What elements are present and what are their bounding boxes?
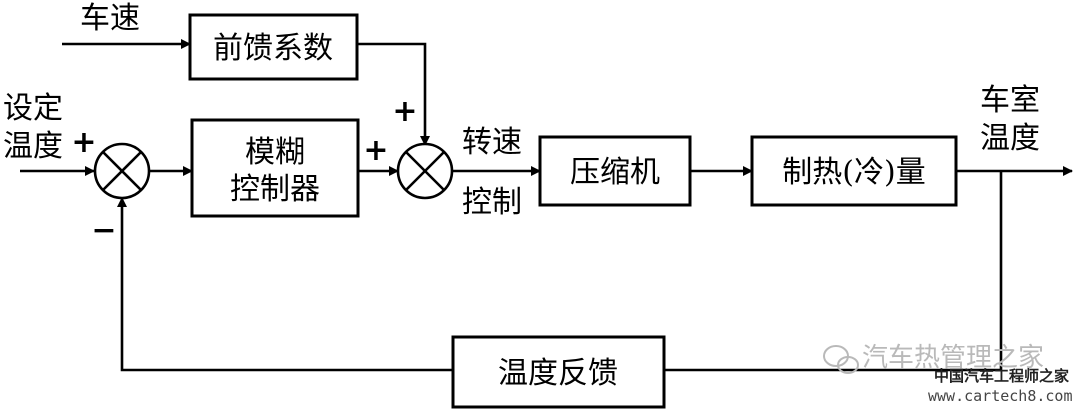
speed-control-label-line2: 控制 [462,185,522,220]
sum-junction-1 [93,142,151,200]
sum1-minus-sign: − [91,213,116,248]
cabin-temperature-label-line2: 温度 [980,121,1040,156]
wechat-icon [823,345,859,374]
feedforward-coefficient-label: 前馈系数 [213,31,333,66]
fuzzy-controller-label-line1: 模糊 [245,135,305,170]
sum1-plus-sign: + [71,125,96,160]
cabin-temperature-label-line1: 车室 [980,83,1040,118]
temperature-feedback-block [451,335,666,409]
fuzzy-controller-label-line2: 控制器 [230,172,320,207]
temperature-feedback-label: 温度反馈 [498,356,618,391]
heating-cooling-block [750,135,958,207]
watermark-url: www.cartech8.com [928,387,1073,405]
speed-control-label-line1: 转速 [462,125,522,160]
feedforward-to-sum2 [357,42,430,146]
compressor-label: 压缩机 [570,155,660,190]
vehicle-speed-label: 车速 [80,1,140,36]
sum-junction-2 [396,142,454,200]
sum2-plus-top-sign: + [392,94,417,129]
sum2-plus-left-sign: + [363,133,388,168]
feedback-path-left [117,197,453,372]
feedback-path-right [664,171,1003,372]
feedforward-coefficient-block [188,13,359,81]
setpoint-label-line2: 温度 [3,129,63,164]
setpoint-label-line1: 设定 [3,91,63,126]
heating-cooling-label: 制热(冷)量 [782,155,925,190]
watermark-site-name: 中国汽车工程师之家 [934,367,1069,385]
compressor-block [538,135,692,207]
watermark-account-name: 汽车热管理之家 [862,343,1044,373]
fuzzy-controller-block [190,118,360,218]
